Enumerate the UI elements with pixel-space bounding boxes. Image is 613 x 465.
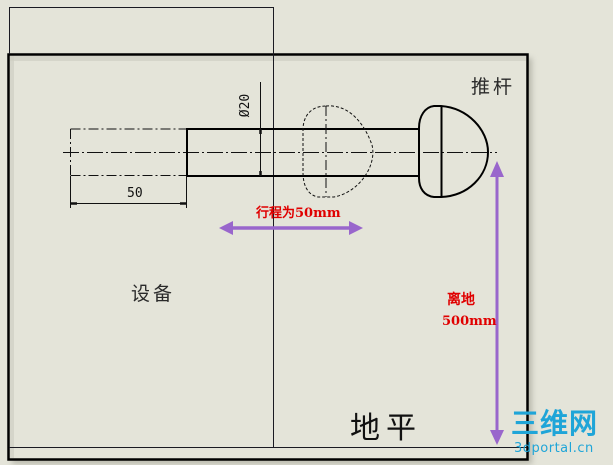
height-label-line2: 500mm	[442, 314, 497, 329]
push-rod-label: 推杆	[471, 76, 516, 98]
stroke-arrow	[219, 221, 363, 235]
sheet-frame	[7, 53, 529, 461]
sheet-inner-shade-left	[10, 56, 14, 458]
push-rod-head	[418, 105, 490, 198]
height-arrow	[490, 161, 504, 445]
dimension-length	[70, 176, 187, 208]
sheet-inner-shade-top	[10, 56, 526, 61]
retracted-rod-ghost	[70, 128, 187, 176]
stroke-label: 行程为50mm	[256, 206, 341, 221]
height-label-line1: 离地	[447, 292, 475, 308]
ground-level-label: 地平	[350, 411, 422, 446]
diameter-dimension-text: Ø20	[238, 93, 254, 118]
watermark-url: 3dportal.cn	[514, 441, 594, 456]
watermark-title: 三维网	[511, 407, 599, 440]
equipment-label: 设备	[131, 283, 176, 305]
length-dimension-text: 50	[127, 186, 143, 201]
extended-head-ghost	[302, 105, 374, 198]
